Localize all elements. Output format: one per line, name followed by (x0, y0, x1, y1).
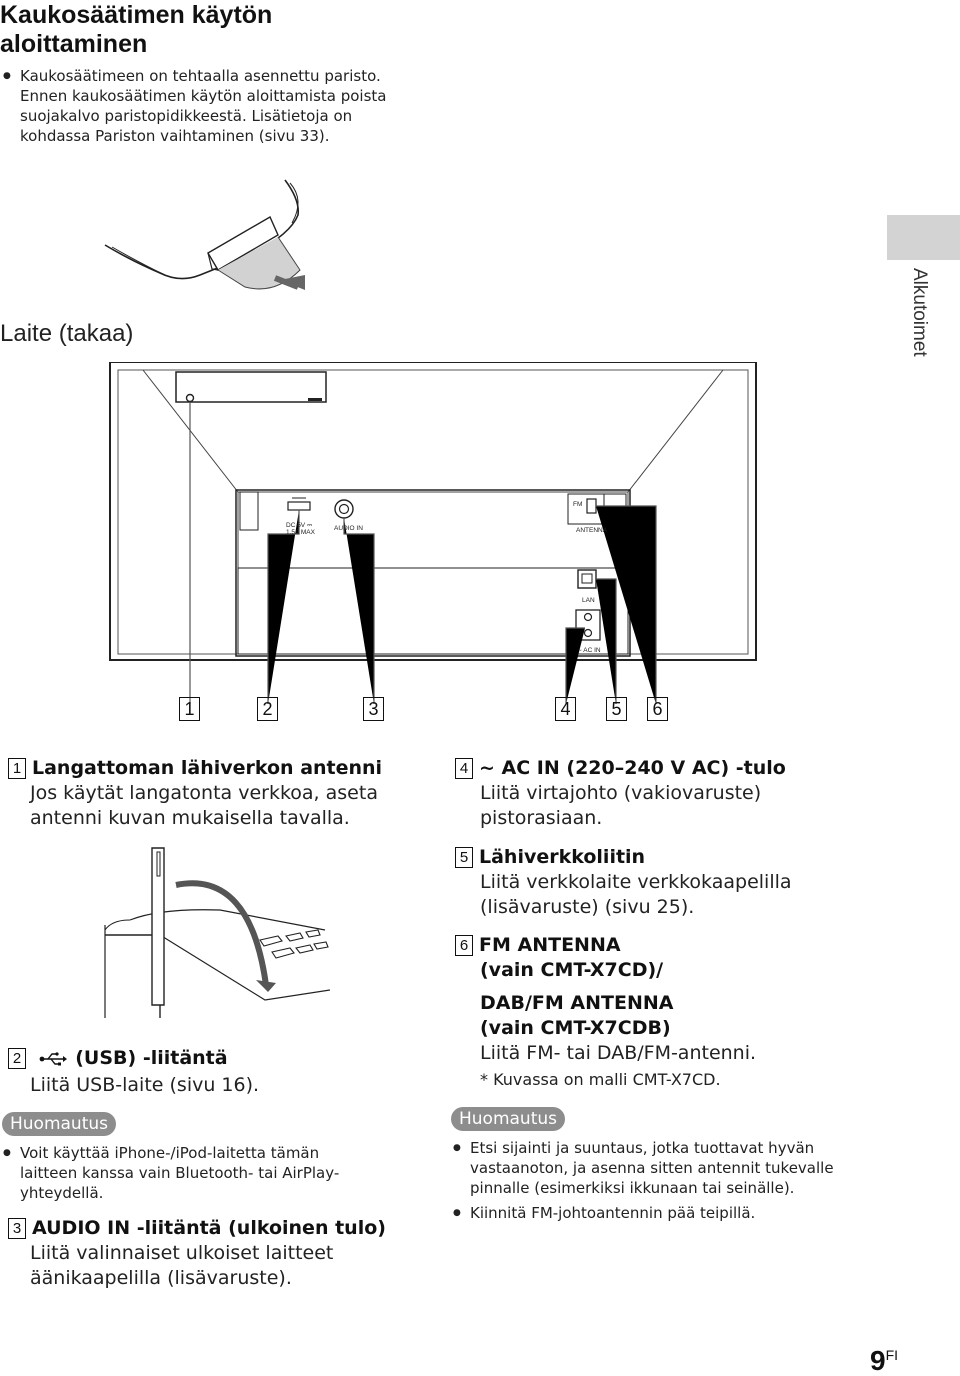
item-4: 4 ~ AC IN (220–240 V AC) -tulo Liitä virt… (455, 756, 875, 831)
item-6-desc: Liitä FM- tai DAB/FM-antenni. (480, 1042, 757, 1064)
item-6: 6 FM ANTENNA (vain CMT-X7CD)/ DAB/FM ANTE… (455, 933, 875, 1090)
item-3-number: 3 (8, 1218, 26, 1239)
item-3-desc-1: Liitä valinnaiset ulkoiset laitteet (30, 1242, 334, 1264)
item-6-number: 6 (455, 935, 473, 956)
antenna-illustration (104, 847, 330, 1018)
usb-rating-2: 1.5A MAX (286, 529, 316, 536)
section-tab (887, 215, 960, 260)
section-tab-text: Alkutoimet (909, 268, 930, 357)
item-5-desc-2: (lisävaruste) (sivu 25). (480, 896, 695, 918)
callout-5: 5 (606, 697, 627, 721)
item-6-title-4: (vain CMT-X7CDB) (480, 1017, 671, 1039)
section-tab-label: Alkutoimet (880, 268, 960, 368)
rear-view-illustration: DC 5V ⎓ 1.5A MAX AUDIO IN FM ANTENNA LAN… (109, 362, 757, 704)
note-right-bullet-2: Kiinnitä FM-johtoantennin pää teipillä. (453, 1203, 910, 1223)
item-1-number: 1 (8, 758, 26, 779)
lan-label: LAN (582, 597, 595, 604)
page-number-digit: 9 (870, 1345, 886, 1376)
intro-bullet: Kaukosäätimeen on tehtaalla asennettu pa… (3, 66, 440, 146)
note-left-line-1: Voit käyttää iPhone-/iPod-laitetta tämän (20, 1144, 320, 1162)
fm-label: FM (573, 501, 582, 508)
note-left-bullet: Voit käyttää iPhone-/iPod-laitetta tämän… (3, 1143, 440, 1203)
item-4-desc-1: Liitä virtajohto (vakiovaruste) (480, 782, 762, 804)
page-number-suffix: FI (885, 1347, 899, 1363)
note-left-label: Huomautus (2, 1112, 117, 1136)
page-number: 9FI (870, 1340, 898, 1376)
callout-2: 2 (257, 697, 278, 721)
item-5-title: Lähiverkkoliitin (479, 846, 646, 868)
item-3: 3 AUDIO IN -liitäntä (ulkoinen tulo) Liit… (8, 1216, 438, 1291)
item-6-footnote: * Kuvassa on malli CMT-X7CD. (480, 1070, 721, 1089)
usb-rating-1: DC 5V ⎓ (286, 522, 312, 529)
item-1-desc-1: Jos käytät langatonta verkkoa, aseta (30, 782, 378, 804)
item-2-title: (USB) -liitäntä (75, 1047, 228, 1069)
callout-1: 1 (179, 697, 200, 721)
item-3-desc-2: äänikaapelilla (lisävaruste). (30, 1267, 292, 1289)
item-2: 2 (USB) -liitäntä Liitä USB-laite (sivu … (8, 1046, 428, 1098)
item-6-title-2: (vain CMT-X7CD)/ (480, 959, 664, 981)
note-left-line-2: laitteen kanssa vain Bluetooth- tai AirP… (20, 1164, 340, 1182)
intro-line-4: kohdassa Pariston vaihtaminen (sivu 33). (20, 127, 330, 145)
item-5-desc-1: Liitä verkkolaite verkkokaapelilla (480, 871, 792, 893)
callout-6: 6 (647, 697, 668, 721)
item-2-desc: Liitä USB-laite (sivu 16). (30, 1074, 260, 1096)
item-3-title: AUDIO IN -liitäntä (ulkoinen tulo) (32, 1217, 386, 1239)
item-1-title: Langattoman lähiverkon antenni (32, 757, 383, 779)
note-right-bullet-1: Etsi sijainti ja suuntaus, jotka tuottav… (453, 1138, 910, 1198)
title-line-1: Kaukosäätimen käytön (0, 1, 273, 29)
callout-4: 4 (555, 697, 576, 721)
item-2-number: 2 (8, 1048, 26, 1069)
remote-battery-illustration (104, 179, 305, 290)
note-right-line-3: pinnalle (esimerkiksi ikkunaan tai seinä… (470, 1179, 795, 1197)
intro-line-1: Kaukosäätimeen on tehtaalla asennettu pa… (20, 67, 381, 85)
item-4-desc-2: pistorasiaan. (480, 807, 603, 829)
intro-line-2: Ennen kaukosäätimen käytön aloittamista … (20, 87, 387, 105)
item-6-title-3: DAB/FM ANTENNA (480, 992, 674, 1014)
item-4-title: ~ AC IN (220–240 V AC) -tulo (479, 757, 786, 779)
title-line-2: aloittaminen (0, 30, 148, 58)
item-5-number: 5 (455, 847, 473, 868)
page-title: Kaukosäätimen käytön aloittaminen (0, 1, 272, 59)
item-1-desc-2: antenni kuvan mukaisella tavalla. (30, 807, 350, 829)
callout-3: 3 (363, 697, 384, 721)
audio-in-label: AUDIO IN (334, 525, 363, 532)
item-1: 1 Langattoman lähiverkon antenni Jos käyt… (8, 756, 428, 831)
intro-line-3: suojakalvo paristopidikkeestä. Lisätieto… (20, 107, 353, 125)
item-5: 5 Lähiverkkoliitin Liitä verkkolaite verk… (455, 845, 875, 920)
note-right-line-2: vastaanoton, ja asenna sitten antennit t… (470, 1159, 834, 1177)
note-right-line-1: Etsi sijainti ja suuntaus, jotka tuottav… (470, 1139, 815, 1157)
note-right-label: Huomautus (451, 1107, 566, 1131)
note-left-line-3: yhteydellä. (20, 1184, 104, 1202)
item-6-title-1: FM ANTENNA (479, 934, 621, 956)
antenna-label: ANTENNA (576, 527, 608, 534)
usb-icon (39, 1048, 69, 1073)
item-4-number: 4 (455, 758, 473, 779)
rear-view-heading: Laite (takaa) (0, 320, 134, 347)
ac-in-label: ~ AC IN (578, 647, 601, 654)
